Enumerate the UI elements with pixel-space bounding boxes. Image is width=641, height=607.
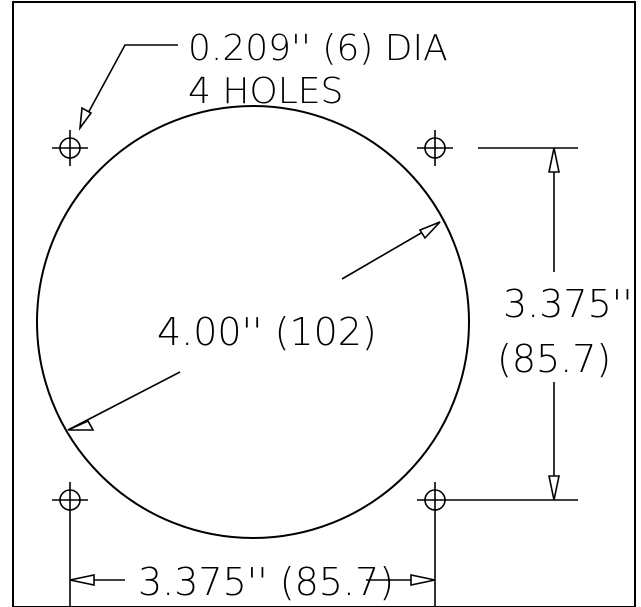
diameter-dimension-line — [67, 221, 441, 431]
circular-cutout — [36, 105, 470, 539]
horizontal-dimension — [69, 518, 436, 607]
hole-callout-leader — [78, 44, 178, 131]
mounting-hole-top-left — [52, 130, 88, 166]
hole-callout-line2: 4 HOLES — [188, 71, 343, 112]
vertical-spacing-value: 3.375'' — [503, 282, 633, 326]
mounting-hole-bottom-left — [52, 482, 88, 518]
diameter-label: 4.00'' (102) — [157, 310, 377, 354]
mounting-hole-top-right — [417, 130, 453, 166]
vertical-spacing-metric: (85.7) — [497, 337, 611, 381]
mounting-hole-bottom-right — [417, 482, 453, 518]
panel-border — [12, 1, 636, 607]
hole-callout-line1: 0.209'' (6) DIA — [188, 28, 448, 69]
horizontal-spacing-label: 3.375'' (85.7) — [138, 560, 394, 604]
vertical-dimension — [453, 147, 578, 501]
